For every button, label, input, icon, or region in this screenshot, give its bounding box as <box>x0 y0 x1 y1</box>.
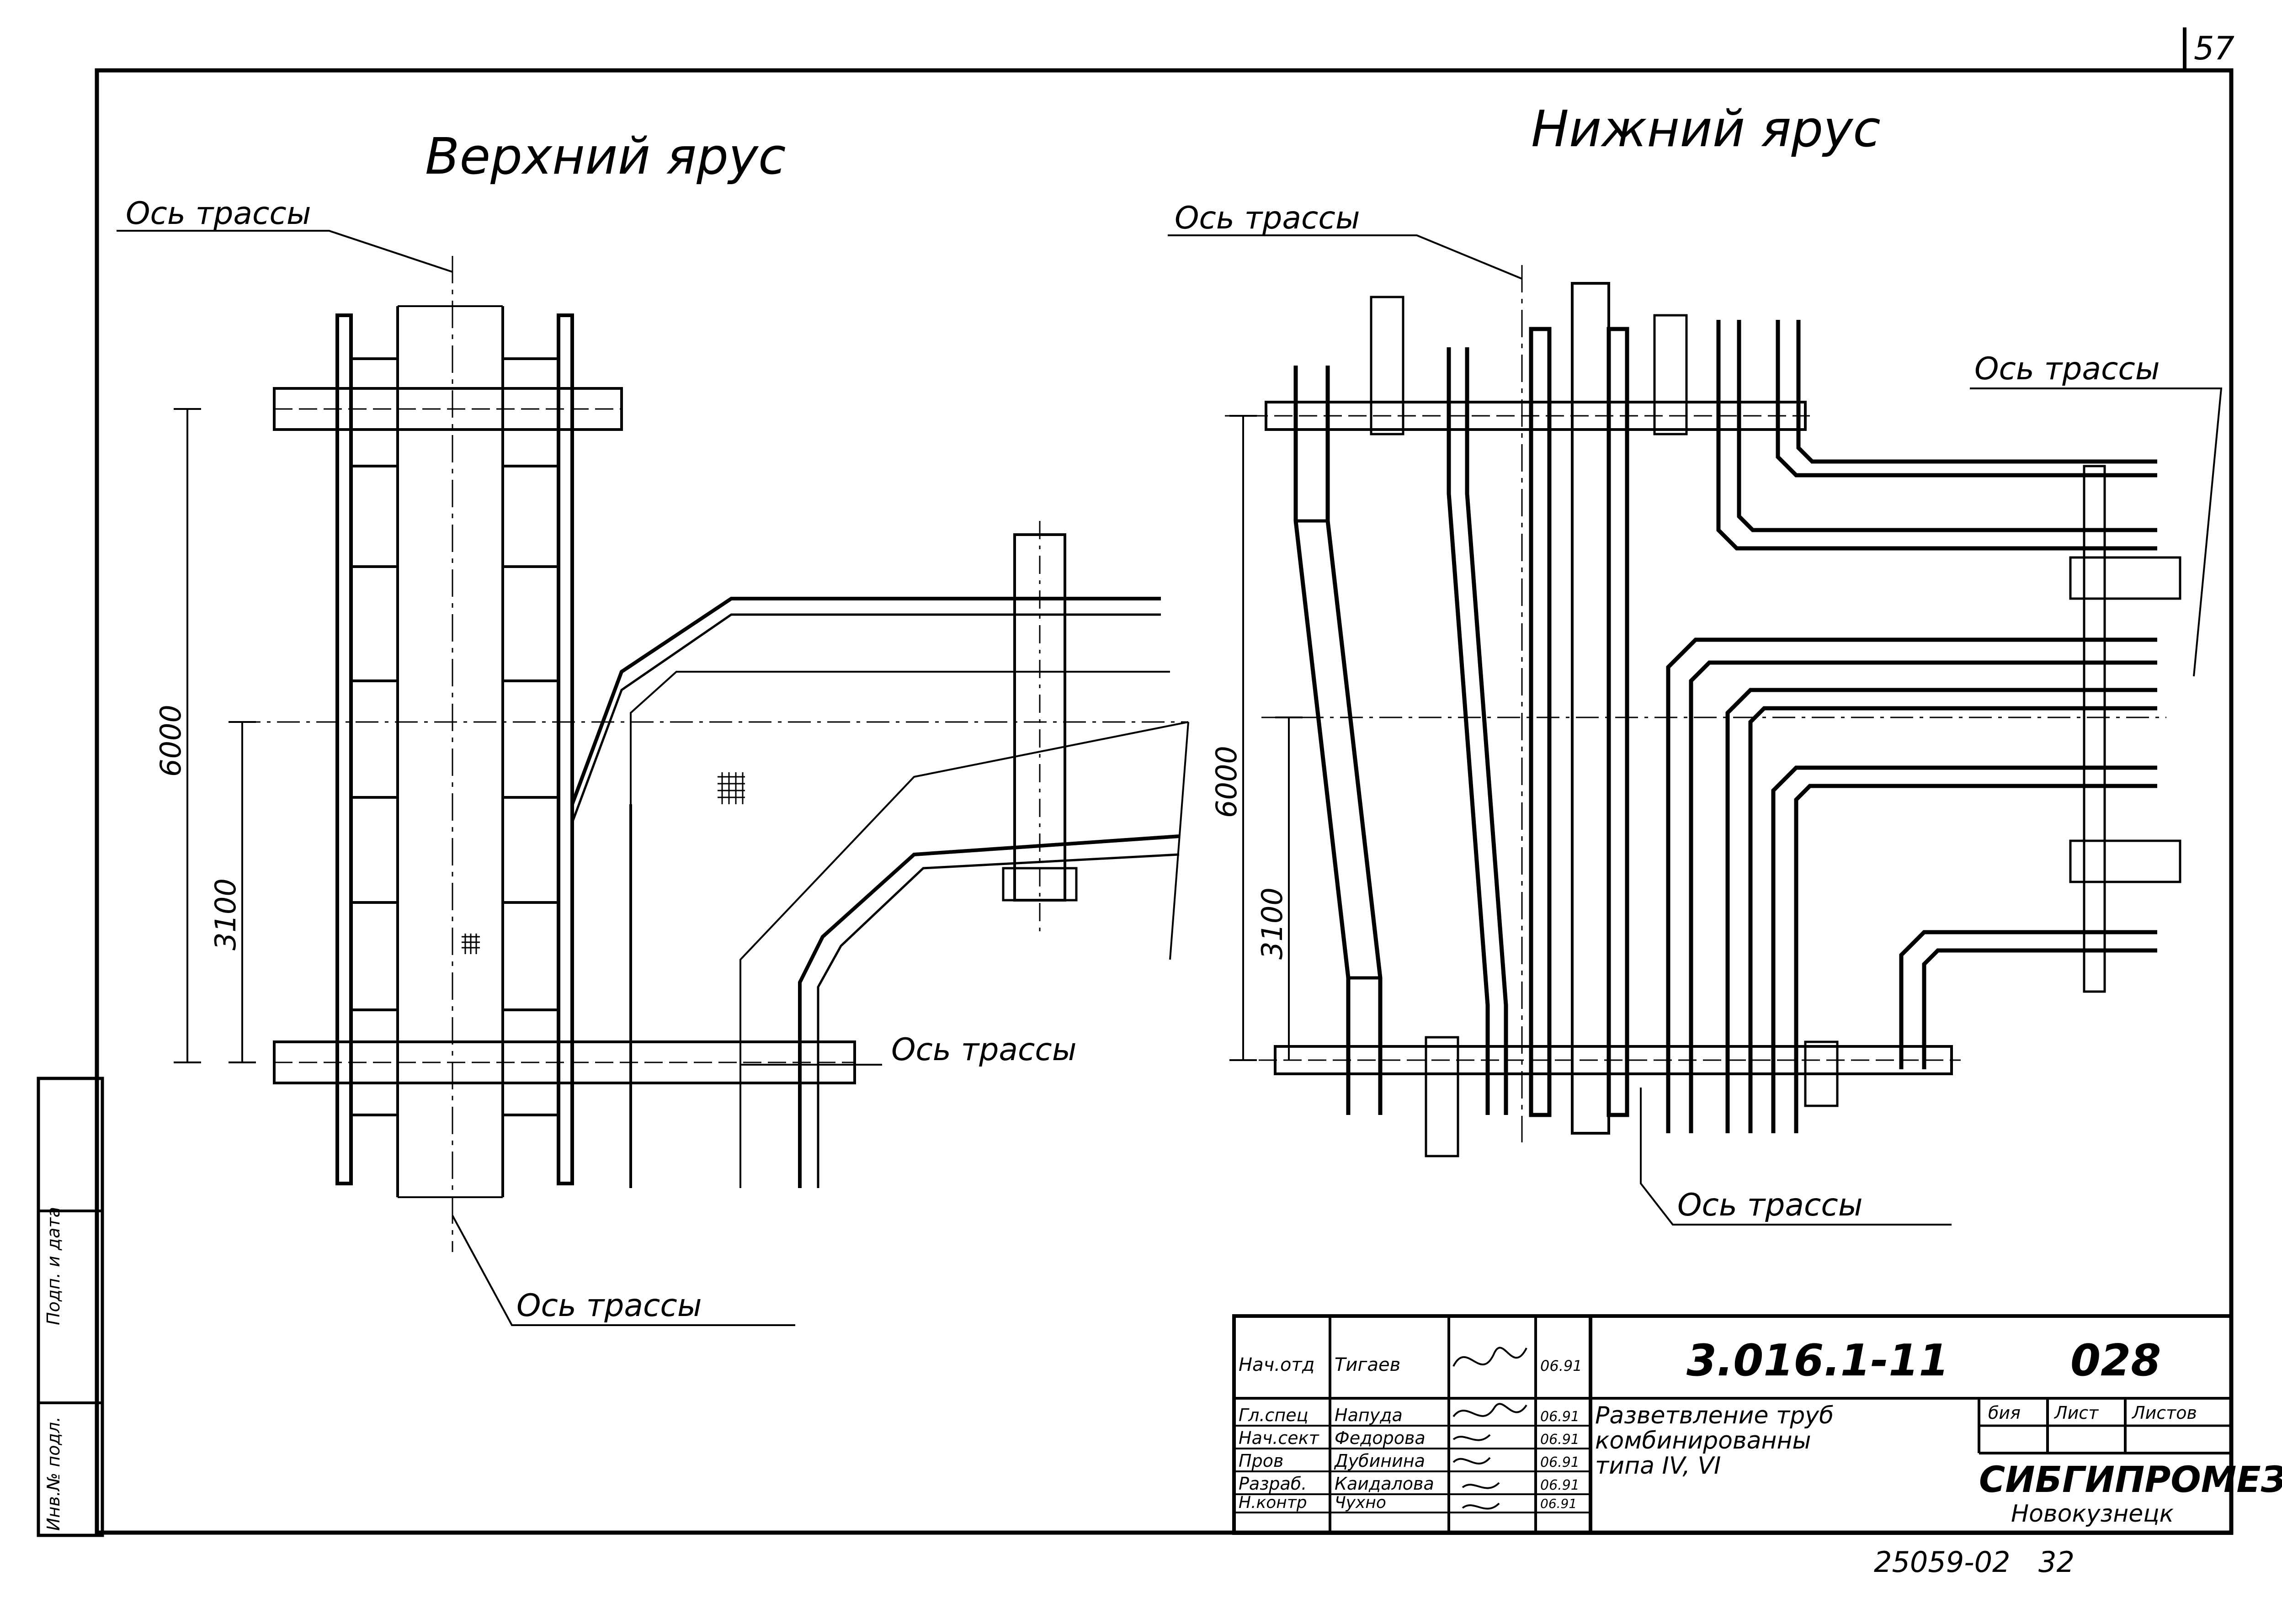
row-role-5: Разраб. <box>1239 1474 1307 1494</box>
bottom-code: 25059-02 <box>1874 1545 2011 1579</box>
row-name-1: Тигаев <box>1335 1354 1400 1375</box>
lower-dim-6000: 6000 <box>1210 746 1243 818</box>
doc-code: 3.016.1-11 <box>1686 1336 1949 1386</box>
row-name-3: Федорова <box>1335 1428 1426 1448</box>
upper-dim-3100: 3100 <box>209 878 242 950</box>
row-date-2: 06.91 <box>1540 1409 1580 1425</box>
row-name-2: Напуда <box>1335 1405 1403 1425</box>
row-date-1: 06.91 <box>1540 1357 1582 1375</box>
side-stamp-label-bottom: Подп. и дата <box>43 1207 64 1325</box>
description-line-2: комбинированны <box>1595 1427 1811 1454</box>
side-stamp: Инв.№ подл. Подп. и дата <box>37 1077 104 1537</box>
row-name-5: Каидалова <box>1335 1474 1434 1494</box>
org-city: Новокузнецк <box>2011 1500 2174 1528</box>
row-role-1: Нач.отд <box>1239 1354 1314 1375</box>
sheet-code: 028 <box>2070 1336 2161 1386</box>
row-date-6: 06.91 <box>1540 1496 1577 1511</box>
lower-dim-3100: 3100 <box>1255 887 1289 960</box>
col-header-sheets: Листов <box>2131 1403 2197 1423</box>
lower-tier-title: Нижний ярус <box>1531 100 1881 158</box>
upper-dim-6000: 6000 <box>154 705 187 777</box>
row-role-6: Н.контр <box>1239 1493 1307 1512</box>
row-date-5: 06.91 <box>1540 1477 1580 1493</box>
sheet-frame <box>95 27 2234 1535</box>
org-name: СИБГИПРОМЕЗ <box>1979 1459 2282 1501</box>
signature-marks <box>1452 1347 1527 1510</box>
upper-axis-label-bottom: Ось трассы <box>516 1288 702 1324</box>
upper-tier-drawing: Верхний ярус Ось трассы <box>117 127 1189 1326</box>
upper-axis-label-top: Ось трассы <box>126 196 311 232</box>
row-name-4: Дубинина <box>1334 1451 1425 1471</box>
upper-tier-title: Верхний ярус <box>425 127 786 186</box>
bottom-page: 32 <box>2038 1545 2075 1579</box>
upper-axis-label-right: Ось трассы <box>891 1032 1077 1068</box>
lower-tier-drawing: Нижний ярус Ось трассы <box>1168 100 2223 1226</box>
lower-axis-label-right: Ось трассы <box>1974 351 2160 387</box>
description-line-3: типа IV, VI <box>1595 1452 1721 1480</box>
title-block: 3.016.1-11 028 Разветвление труб комбини… <box>1232 1314 2282 1535</box>
col-header-stage: бия <box>1988 1403 2021 1423</box>
row-role-4: Пров <box>1239 1451 1283 1471</box>
row-date-4: 06.91 <box>1540 1454 1580 1470</box>
row-date-3: 06.91 <box>1540 1432 1580 1448</box>
side-stamp-label-top: Инв.№ подл. <box>43 1417 64 1531</box>
lower-axis-label-top: Ось трассы <box>1175 200 1360 236</box>
row-name-6: Чухно <box>1335 1493 1386 1512</box>
lower-axis-label-bottom: Ось трассы <box>1677 1187 1863 1223</box>
col-header-sheet: Лист <box>2053 1403 2099 1423</box>
row-role-3: Нач.сект <box>1239 1428 1320 1448</box>
sheet-number: 57 <box>2194 30 2234 67</box>
row-role-2: Гл.спец <box>1239 1405 1309 1425</box>
description-line-1: Разветвление труб <box>1595 1402 1834 1429</box>
